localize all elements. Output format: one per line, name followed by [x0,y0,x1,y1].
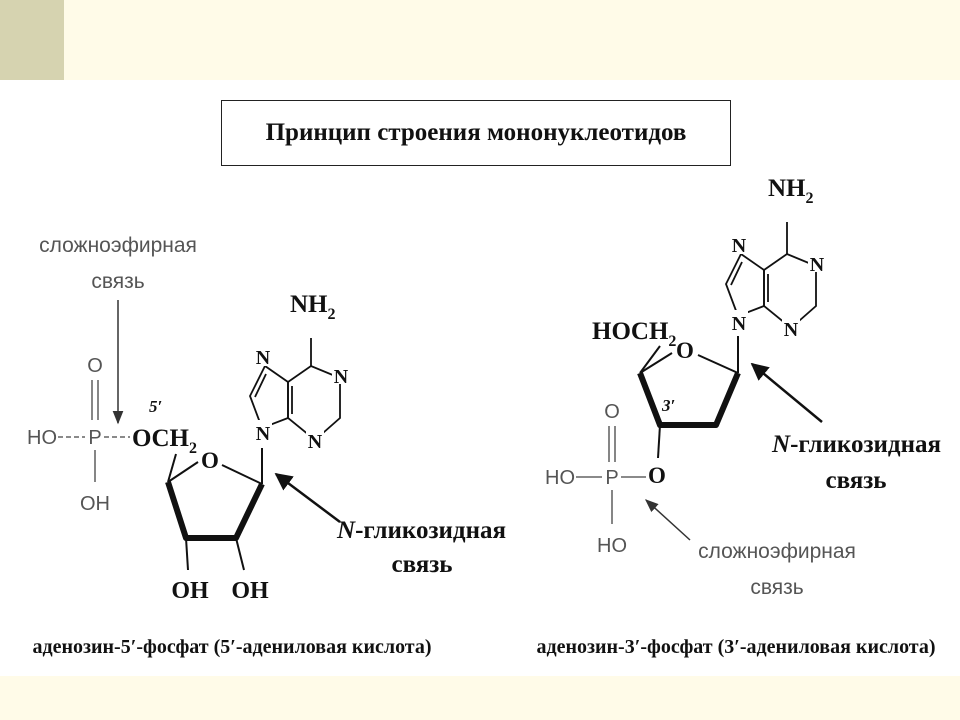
right-glyco-label-line2: связь [825,467,886,494]
left-ch2-to-ring [167,453,177,483]
left-oh1: OH [171,578,209,604]
right-ester-arrow [645,499,691,541]
right-base-n3: N [784,319,799,341]
corner-accent-block [0,0,64,80]
left-base-n7: N [256,347,271,369]
left-structure: сложноэфирная связь O HO P OH 5′ OCH2 O … [27,234,506,658]
right-phosphate-o: O [604,401,620,423]
right-o3: O [648,463,666,488]
left-base-n1: N [334,366,349,388]
left-ester-label-line1: сложноэфирная [39,234,197,257]
right-glyco-arrow [750,362,823,423]
left-oh2: OH [231,578,269,604]
right-adenine [725,222,817,330]
left-och2: OCH2 [132,425,197,457]
left-phosphate-o: O [87,355,103,377]
left-glyco-label-line1: N-гликозидная [336,517,506,544]
right-base-nh2: NH2 [768,175,814,207]
right-hoch2: HOCH2 [592,318,676,350]
left-ring-front [165,481,265,541]
title-box: Принцип строения мононуклеотидов [221,100,731,166]
right-phosphate-p: P [605,467,618,489]
left-phosphate-p: P [88,427,101,449]
right-phosphate-ho-bottom: HO [597,535,627,557]
left-oh1-bond [185,537,189,571]
right-phosphate-ho: HO [545,467,575,489]
right-ester-label-line1: сложноэфирная [698,540,856,563]
right-ester-label-line2: связь [750,576,803,599]
right-structure: HOCH2 O 3′ O O HO P HO сложноэфирная свя… [536,175,941,658]
right-base-n9: N [732,313,747,335]
right-caption: аденозин-3′-фосфат (3′-адениловая кислот… [536,636,935,658]
right-base-n7: N [732,235,747,257]
right-glyco-label-line1: N-гликозидная [771,431,941,458]
right-position-3: 3′ [661,396,675,415]
right-base-n1: N [810,254,825,276]
left-phosphate-ho: HO [27,427,57,449]
left-glyco-label-line2: связь [391,551,452,578]
right-ring-front [637,371,741,428]
left-caption: аденозин-5′-фосфат (5′-адениловая кислот… [32,636,431,658]
right-ring-back [639,352,739,374]
left-ester-label-line2: связь [91,270,144,293]
right-ch2-to-ring [639,345,661,374]
right-ring-o: O [676,338,694,363]
left-phosphate-oh: OH [80,493,110,515]
top-band [0,0,960,80]
left-base-nh2: NH2 [290,291,336,323]
left-ring-back [167,461,263,485]
bottom-band [0,676,960,720]
left-base-n9: N [256,423,271,445]
left-adenine [249,338,341,442]
left-ring-o: O [201,448,219,473]
left-glyco-arrow [274,472,341,523]
left-position-5: 5′ [149,397,162,416]
right-c3-o-bond [657,424,661,459]
left-oh2-bond [235,537,245,571]
left-base-n3: N [308,431,323,453]
page-title: Принцип строения мононуклеотидов [265,119,687,146]
